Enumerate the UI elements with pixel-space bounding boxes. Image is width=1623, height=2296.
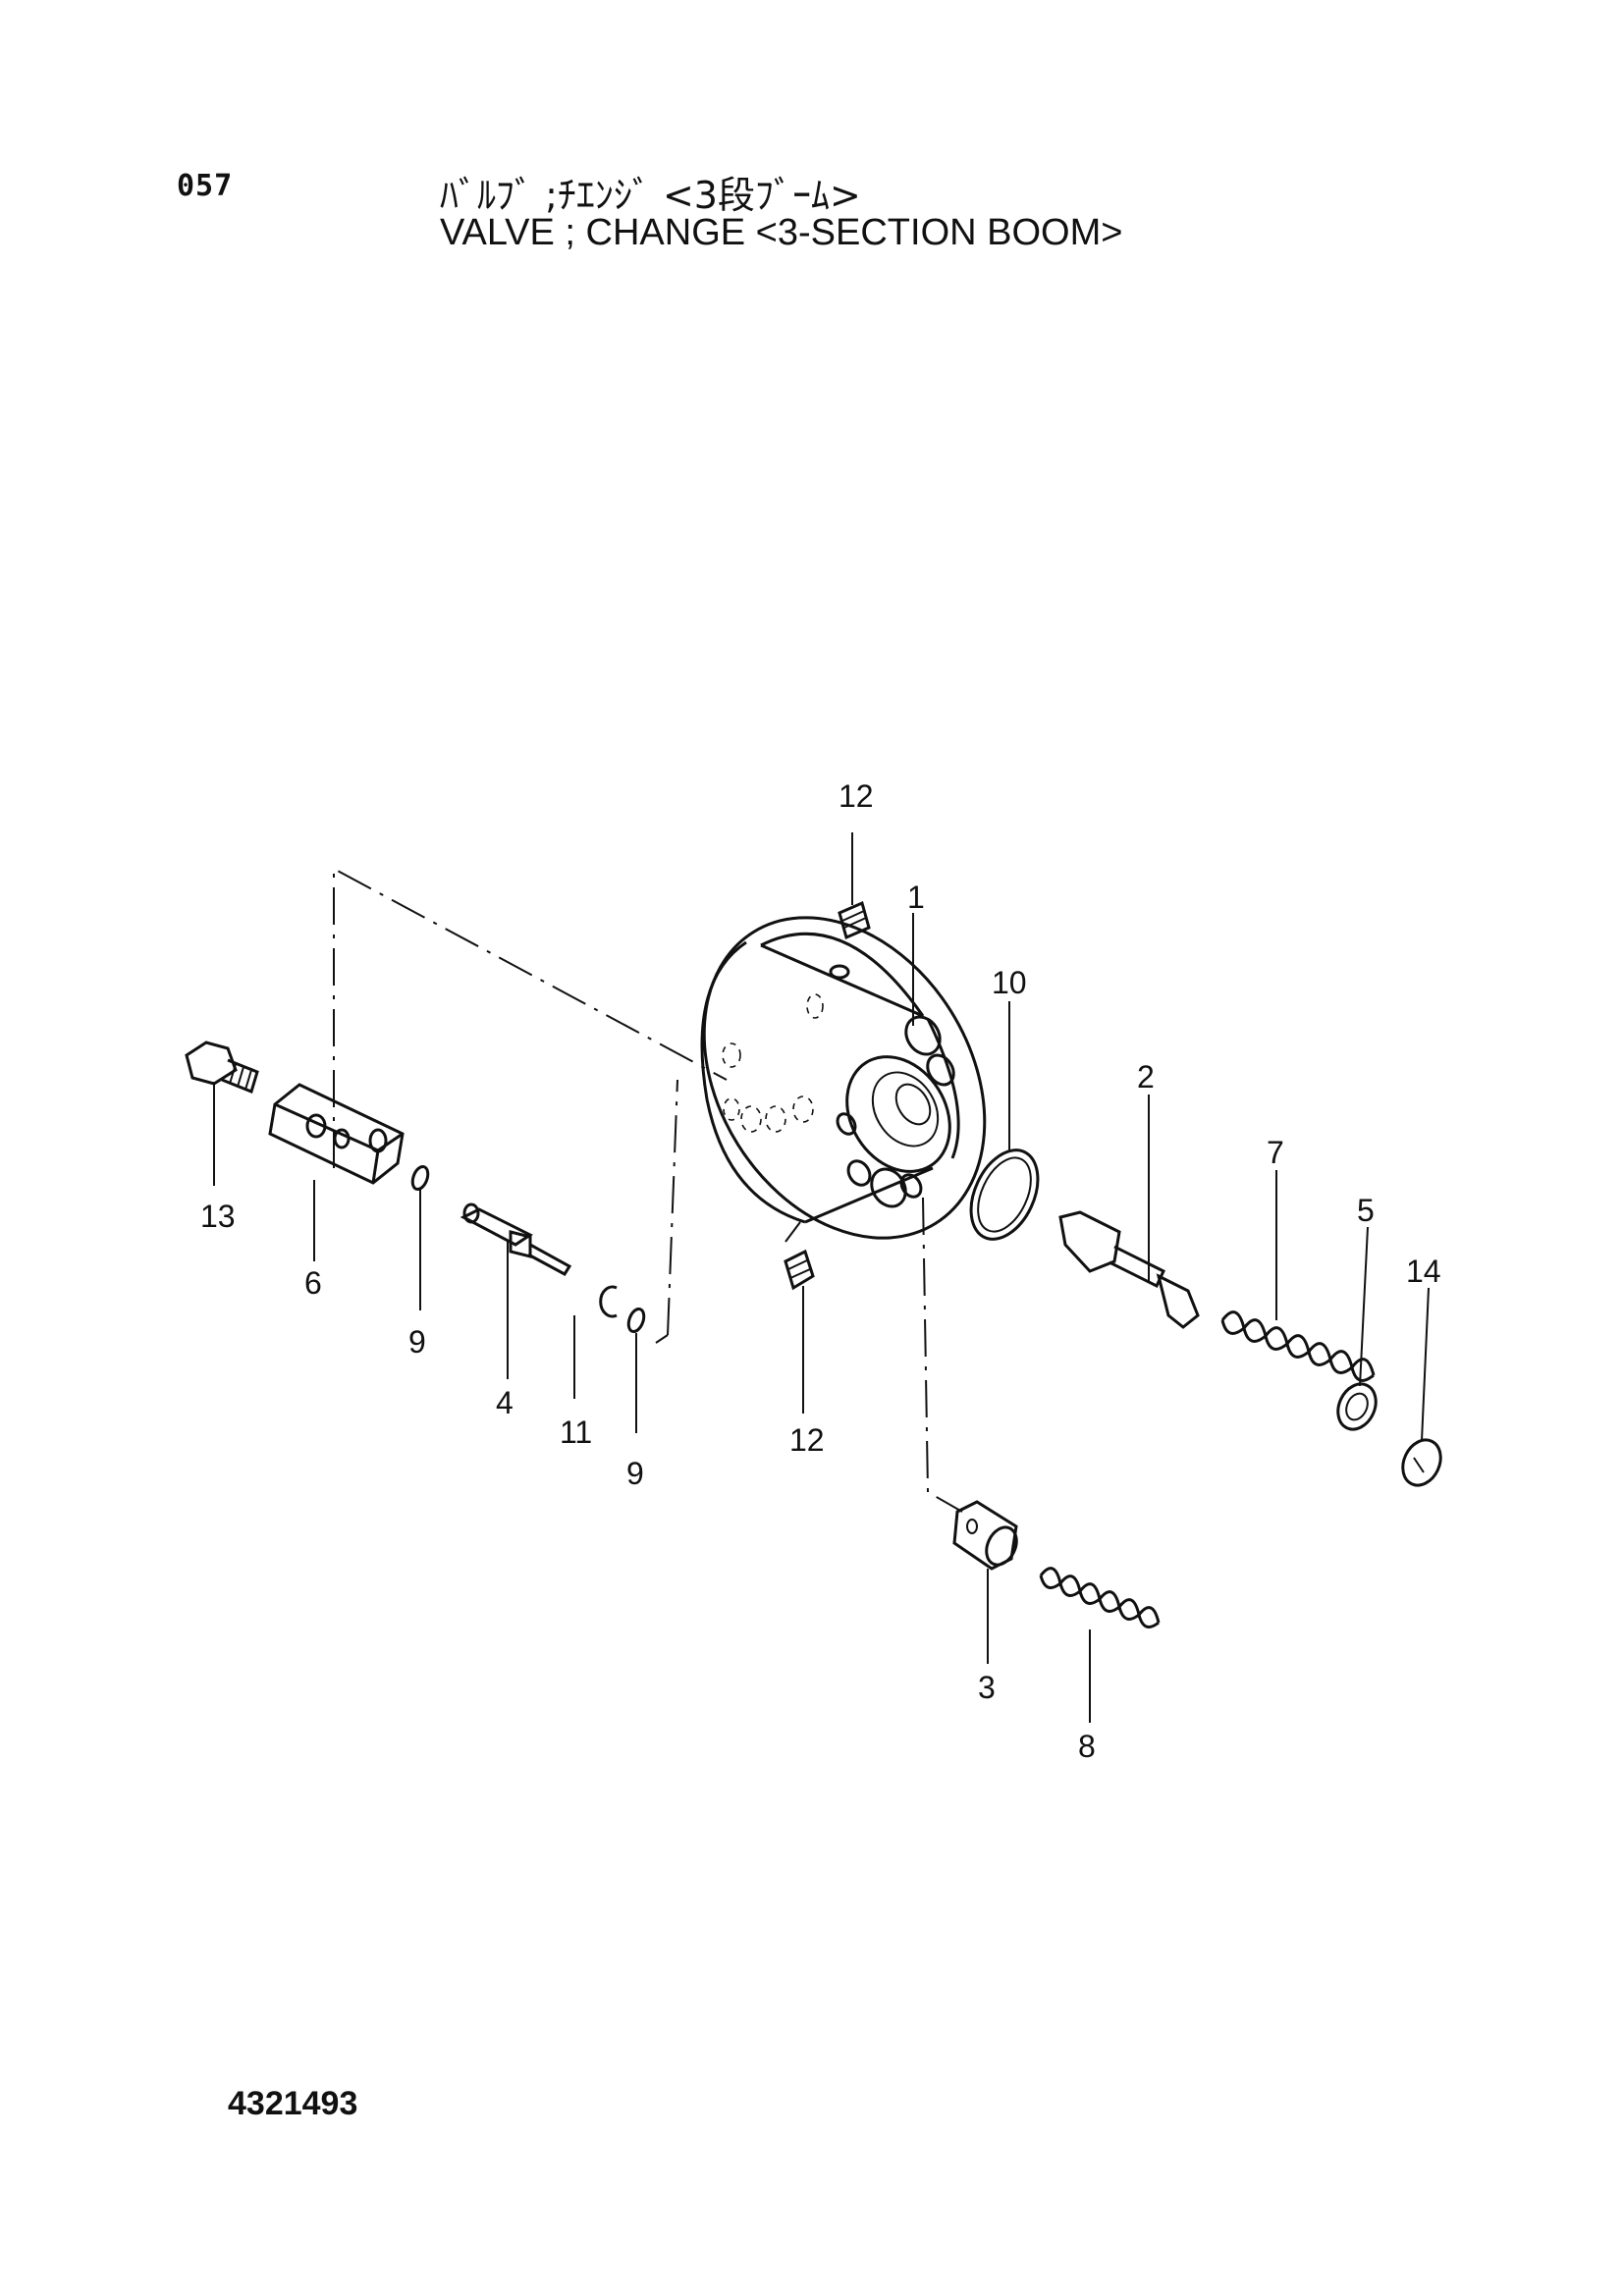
part-11-snap-ring	[599, 1285, 618, 1318]
callout-12-top: 12	[839, 778, 874, 814]
callout-2: 2	[1137, 1059, 1155, 1095]
document-number: 4321493	[228, 2085, 358, 2122]
part-8-spring	[1039, 1567, 1161, 1629]
part-9-oring-b	[626, 1307, 646, 1334]
assembly-lines	[333, 867, 963, 1513]
title-english: VALVE ; CHANGE <3-SECTION BOOM>	[440, 212, 1123, 253]
callout-9-right: 9	[626, 1456, 644, 1491]
page-number: 057	[177, 169, 234, 203]
part-12-plug-bottom	[784, 1249, 815, 1291]
part-12-plug-top	[838, 900, 871, 940]
callout-7: 7	[1267, 1135, 1284, 1170]
part-5-washer	[1336, 1382, 1378, 1431]
part-7-spring	[1220, 1310, 1376, 1382]
part-6-block	[268, 1083, 405, 1185]
callout-3: 3	[978, 1670, 996, 1705]
callout-14: 14	[1406, 1254, 1441, 1289]
part-1-valve-body	[700, 916, 987, 1240]
callout-4: 4	[496, 1385, 514, 1420]
part-3-poppet	[952, 1500, 1018, 1571]
leader-lines	[213, 832, 1430, 1723]
callout-12-bottom: 12	[789, 1422, 825, 1458]
callout-11: 11	[560, 1415, 592, 1450]
callout-10: 10	[992, 965, 1027, 1000]
part-10-oring-large	[969, 1148, 1040, 1241]
callout-9-left: 9	[408, 1324, 426, 1360]
callout-5: 5	[1357, 1193, 1375, 1228]
callout-1: 1	[907, 880, 925, 915]
callout-13: 13	[200, 1199, 236, 1234]
part-9-oring-a	[410, 1164, 430, 1192]
part-4-pin	[460, 1202, 572, 1276]
callout-8: 8	[1078, 1729, 1096, 1764]
title-japanese: ﾊﾞﾙﾌﾞ ;ﾁｴﾝｼﾞ <3段ﾌﾞｰﾑ>	[440, 174, 861, 217]
part-13-bolt	[185, 1041, 259, 1095]
callout-labels: 12 1 10 2 7 5 14 13 6 9 4 11 9 12 3 8	[200, 778, 1441, 1764]
part-2-spool	[1058, 1210, 1200, 1329]
callout-6: 6	[304, 1265, 322, 1301]
part-14-snap-ring	[1401, 1438, 1442, 1487]
